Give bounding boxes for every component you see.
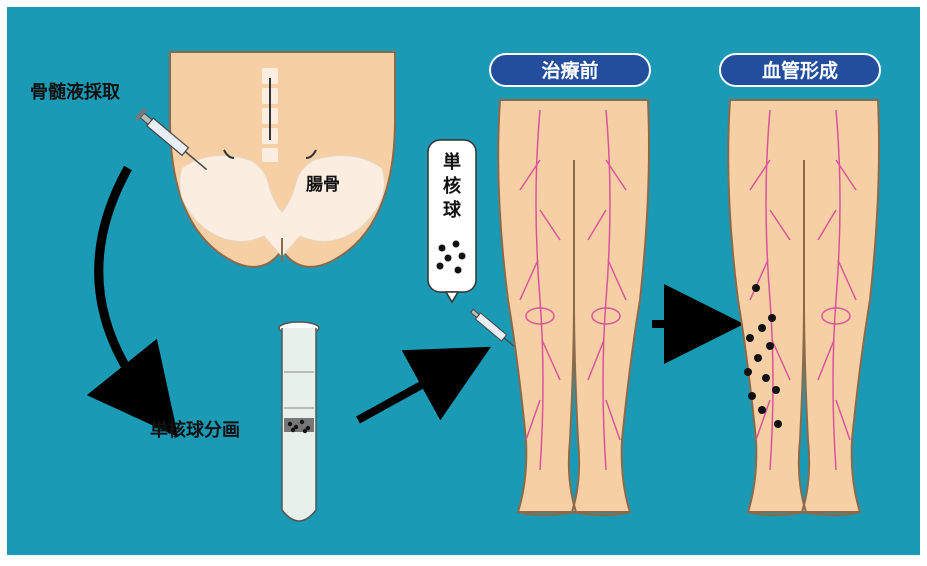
mononuclear-callout: 単 核 球 bbox=[428, 140, 476, 302]
callout-char-3: 球 bbox=[443, 200, 462, 221]
callout-char-2: 核 bbox=[443, 175, 461, 197]
label-mononuclear-fraction: 単核球分画 bbox=[150, 419, 240, 441]
label-before-treatment: 治療前 bbox=[541, 59, 598, 82]
pill-before-treatment: 治療前 bbox=[490, 54, 650, 86]
label-angiogenesis: 血管形成 bbox=[762, 59, 838, 82]
test-tube-icon bbox=[279, 322, 319, 521]
pelvis-illustration bbox=[170, 52, 395, 267]
pill-angiogenesis: 血管形成 bbox=[720, 54, 880, 86]
callout-char-1: 単 bbox=[443, 151, 461, 173]
label-bone-marrow-aspiration: 骨髄液採取 bbox=[30, 81, 121, 103]
label-ilium: 腸骨 bbox=[306, 175, 340, 195]
